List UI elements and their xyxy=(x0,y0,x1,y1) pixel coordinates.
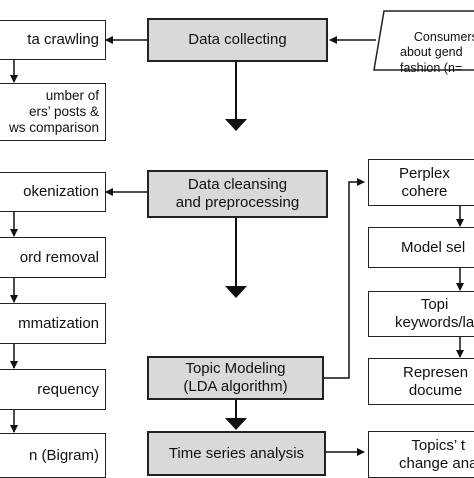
lemmatization-box: mmatization xyxy=(0,303,106,344)
tokenization-label: okenization xyxy=(23,183,99,201)
posts-comparison-label: umber of ers’ posts & ws comparison xyxy=(8,88,99,135)
model-selection-box: Model sel xyxy=(368,227,474,268)
perplexity-box: Perplex cohere xyxy=(368,159,474,206)
lemmatization-label: mmatization xyxy=(18,314,99,332)
crawling-box: ta crawling xyxy=(0,20,106,60)
word-removal-label: ord removal xyxy=(19,248,99,266)
topics-change-label: Topics’ t change ana xyxy=(399,436,474,472)
topic-modeling-label: Topic Modeling (LDA algorithm) xyxy=(183,360,288,395)
data-cleansing-box: Data cleansing and preprocessing xyxy=(147,170,328,218)
topic-keywords-label: Topi keywords/la xyxy=(395,296,474,331)
frequency-box: requency xyxy=(0,369,106,410)
crawling-label: ta crawling xyxy=(27,31,99,49)
data-cleansing-label: Data cleansing and preprocessing xyxy=(175,176,300,211)
topic-modeling-box: Topic Modeling (LDA algorithm) xyxy=(147,356,324,400)
spine-arrow-1 xyxy=(225,119,247,131)
perplexity-label: Perplex cohere xyxy=(399,164,450,200)
tokenization-box: okenization xyxy=(0,172,106,212)
representative-box: Represen docume xyxy=(368,358,474,405)
representative-label: Represen docume xyxy=(403,363,469,399)
word-removal-box: ord removal xyxy=(0,237,106,278)
model-selection-label: Model sel xyxy=(401,238,466,256)
time-series-box: Time series analysis xyxy=(147,431,326,476)
consumers-data-shape xyxy=(373,10,474,71)
spine-arrow-3 xyxy=(225,418,247,430)
spine-arrow-2 xyxy=(225,286,247,298)
data-collecting-box: Data collecting xyxy=(147,18,328,62)
bigram-box: n (Bigram) xyxy=(0,433,106,478)
bigram-label: n (Bigram) xyxy=(28,446,99,464)
consumers-label-wrap: Consumers about gend fashion (n= xyxy=(400,14,474,75)
arrow-to-perplexity xyxy=(324,178,365,379)
posts-comparison-box: umber of ers’ posts & ws comparison xyxy=(0,83,106,141)
frequency-label: requency xyxy=(37,380,99,398)
topics-change-box: Topics’ t change ana xyxy=(368,431,474,478)
consumers-label: Consumers about gend fashion (n= xyxy=(400,29,474,75)
time-series-label: Time series analysis xyxy=(168,444,305,462)
data-collecting-label: Data collecting xyxy=(188,31,287,49)
topic-keywords-box: Topi keywords/la xyxy=(368,291,474,337)
